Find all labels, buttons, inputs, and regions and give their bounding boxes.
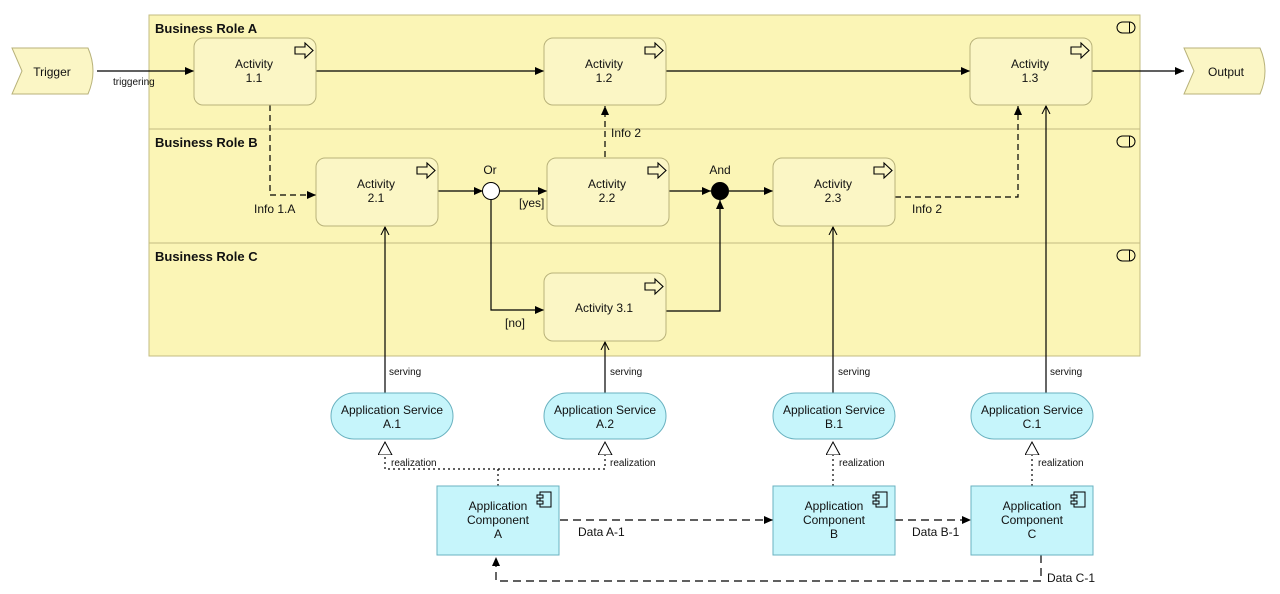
application-service-c1[interactable]: Application Service C.1 — [970, 392, 1094, 440]
info-1a-label: Info 1.A — [254, 202, 295, 216]
process-arrow-icon — [647, 161, 667, 180]
process-arrow-icon — [1070, 41, 1090, 60]
application-component-a[interactable]: Application Component A — [436, 485, 560, 556]
process-arrow-icon — [416, 161, 436, 180]
application-service-a1[interactable]: Application Service A.1 — [330, 392, 454, 440]
and-junction[interactable]: And — [709, 163, 731, 200]
component-icon — [872, 491, 888, 508]
flow-or-to-3-1 — [490, 199, 544, 314]
serving-label: serving — [838, 367, 870, 378]
connectors — [97, 67, 1184, 582]
activity-1-3[interactable]: Activity 1.3 — [969, 37, 1093, 106]
service-label: Application Service — [981, 403, 1083, 417]
or-label: Or — [483, 163, 496, 177]
service-label: Application Service — [783, 403, 885, 417]
service-id: C.1 — [1023, 417, 1042, 431]
data-a1-label: Data A-1 — [578, 525, 625, 539]
activity-number: 2.2 — [599, 191, 616, 205]
business-role-icon — [1116, 21, 1136, 34]
component-label: Application — [1003, 499, 1062, 513]
serving-label: serving — [1050, 367, 1082, 378]
activity-2-2[interactable]: Activity 2.2 — [546, 157, 670, 227]
edge-labels: triggering Info 1.A Info 2 Info 2 [yes] … — [113, 77, 1095, 585]
activity-number: 2.1 — [368, 191, 385, 205]
activity-1-2[interactable]: Activity 1.2 — [543, 37, 667, 106]
lane-title: Business Role A — [155, 21, 258, 36]
business-role-icon — [1116, 135, 1136, 148]
service-label: Application Service — [341, 403, 443, 417]
component-id: A — [494, 527, 502, 541]
process-arrow-icon — [644, 277, 664, 296]
application-service-a2[interactable]: Application Service A.2 — [543, 392, 667, 440]
or-junction[interactable]: Or — [482, 163, 500, 200]
no-guard-label: [no] — [505, 316, 525, 330]
activity-label: Activity 3.1 — [575, 301, 633, 315]
realization-label: realization — [1038, 458, 1084, 469]
business-role-icon — [1116, 249, 1136, 262]
output-event[interactable]: Output — [1183, 47, 1266, 95]
trigger-event[interactable]: Trigger — [11, 47, 94, 95]
flow-2-3-to-1-3 — [895, 106, 1022, 198]
flow-1-1-to-2-1 — [269, 105, 316, 199]
component-label: Application — [805, 499, 864, 513]
activity-label: Activity — [588, 177, 626, 191]
component-label: Application — [469, 499, 528, 513]
serving-label: serving — [389, 367, 421, 378]
service-label: Application Service — [554, 403, 656, 417]
yes-guard-label: [yes] — [519, 196, 544, 210]
component-label: Component — [803, 513, 866, 527]
realization-label: realization — [610, 458, 656, 469]
application-service-b1[interactable]: Application Service B.1 — [772, 392, 896, 440]
application-component-c[interactable]: Application Component C — [970, 485, 1094, 556]
process-arrow-icon — [644, 41, 664, 60]
lane-title: Business Role B — [155, 135, 258, 150]
service-id: A.1 — [383, 417, 401, 431]
activity-label: Activity — [585, 57, 623, 71]
application-component-b[interactable]: Application Component B — [772, 485, 896, 556]
activity-label: Activity — [235, 57, 273, 71]
data-b1-label: Data B-1 — [912, 525, 960, 539]
process-arrow-icon — [873, 161, 893, 180]
service-id: A.2 — [596, 417, 614, 431]
realization-label: realization — [839, 458, 885, 469]
info-2-label: Info 2 — [611, 126, 641, 140]
service-id: B.1 — [825, 417, 843, 431]
lane-title: Business Role C — [155, 249, 258, 264]
trigger-label: Trigger — [33, 65, 71, 79]
realization-edge — [498, 442, 605, 470]
component-id: C — [1028, 527, 1037, 541]
info-2-label: Info 2 — [912, 202, 942, 216]
process-arrow-icon — [294, 41, 314, 60]
component-icon — [1070, 491, 1086, 508]
component-id: B — [830, 527, 838, 541]
output-label: Output — [1208, 65, 1245, 79]
activity-label: Activity — [1011, 57, 1049, 71]
component-label: Component — [1001, 513, 1064, 527]
activity-2-1[interactable]: Activity 2.1 — [315, 157, 439, 227]
activity-3-1[interactable]: Activity 3.1 — [543, 272, 667, 342]
realization-label: realization — [391, 458, 437, 469]
activity-label: Activity — [814, 177, 852, 191]
activity-number: 1.3 — [1022, 71, 1039, 85]
activity-number: 1.1 — [246, 71, 263, 85]
flow-3-1-to-and — [666, 200, 724, 312]
flow-data-c1 — [492, 555, 1042, 582]
activity-number: 2.3 — [825, 191, 842, 205]
serving-label: serving — [610, 367, 642, 378]
activity-number: 1.2 — [596, 71, 613, 85]
component-label: Component — [467, 513, 530, 527]
triggering-label: triggering — [113, 77, 155, 88]
component-icon — [536, 491, 552, 508]
activity-2-3[interactable]: Activity 2.3 — [772, 157, 896, 227]
activity-label: Activity — [357, 177, 395, 191]
and-label: And — [709, 163, 730, 177]
data-c1-label: Data C-1 — [1047, 571, 1095, 585]
activity-1-1[interactable]: Activity 1.1 — [193, 37, 317, 106]
